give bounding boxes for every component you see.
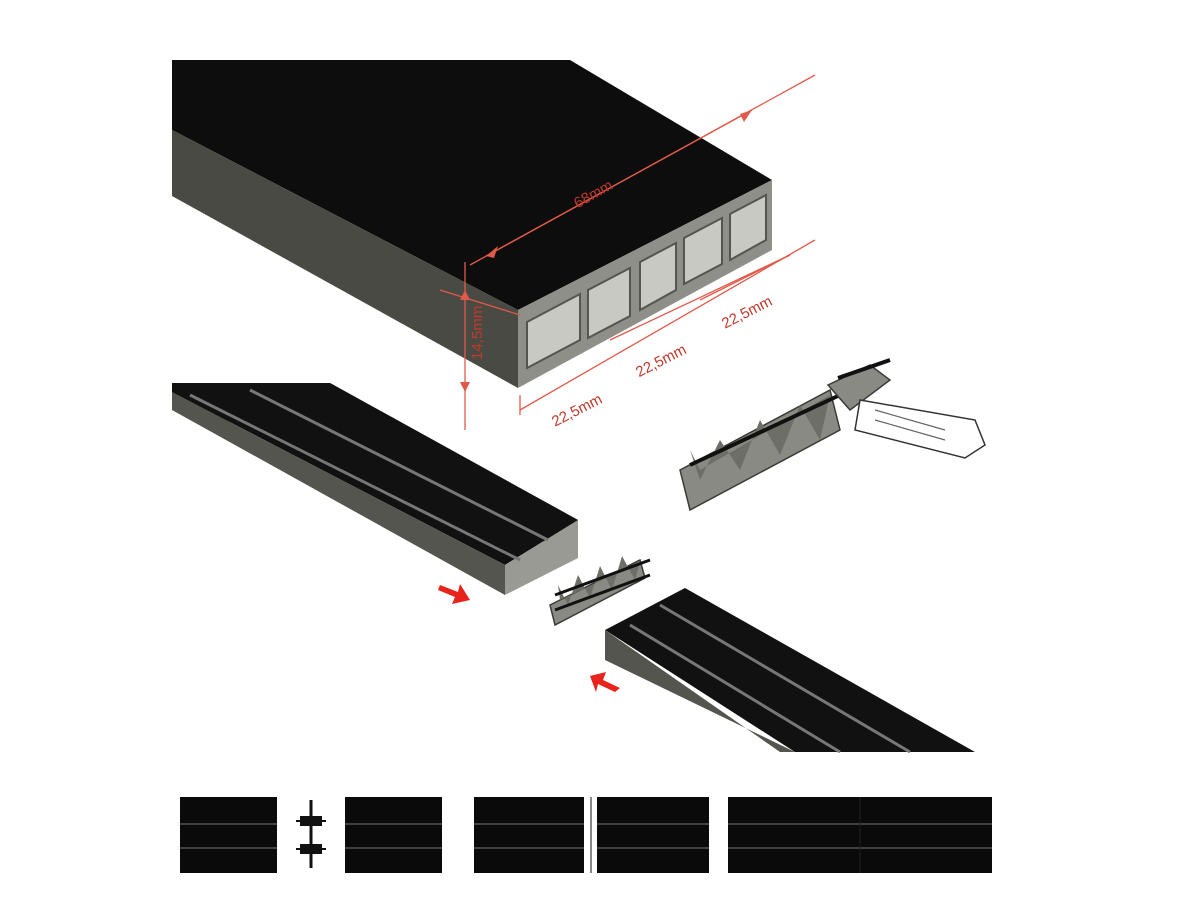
dim-slot-3-label: 22,5mm	[719, 293, 775, 333]
profile-channel-2	[587, 266, 631, 340]
plan-view-strip	[180, 797, 992, 873]
connector-small	[549, 556, 651, 627]
profile-channel-1	[526, 292, 581, 370]
large-profile	[172, 60, 772, 388]
direction-arrows	[438, 584, 620, 692]
profile-side-face	[172, 130, 518, 388]
connector-large	[679, 358, 892, 512]
cutter-knife	[854, 399, 986, 459]
left-rail	[172, 383, 578, 595]
arrow-right-icon	[438, 584, 470, 604]
profile-channel-5	[729, 193, 767, 262]
right-rail	[605, 588, 975, 754]
rail-segment	[180, 797, 277, 873]
rail-segment	[474, 797, 584, 873]
arrow-left-icon	[590, 672, 620, 692]
connector-plan	[296, 800, 326, 868]
rail-segment	[345, 797, 442, 873]
profile-top-face	[172, 60, 772, 310]
profile-channel-4	[683, 216, 723, 286]
dim-slot-1-label: 22,5mm	[549, 391, 605, 431]
profile-channel-3	[639, 241, 677, 312]
dimension-arrowheads	[460, 110, 752, 392]
dim-slot-2-label: 22,5mm	[633, 341, 689, 381]
rail-segment	[597, 797, 709, 873]
dim-height-label: 14,5mm	[469, 306, 486, 360]
